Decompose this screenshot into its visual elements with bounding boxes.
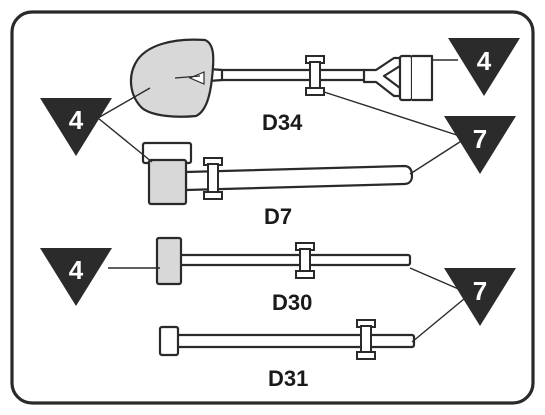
leader-line bbox=[323, 91, 467, 139]
rod-label: D31 bbox=[268, 366, 308, 391]
leader-line bbox=[97, 117, 153, 163]
callout-badge-top-right: 4 bbox=[448, 38, 520, 96]
rod-end-cap bbox=[158, 325, 180, 357]
triangle-badge-icon bbox=[40, 98, 112, 156]
shovel-clip-post bbox=[309, 61, 321, 91]
triangle-badge-icon bbox=[40, 248, 112, 306]
rod-shaft bbox=[174, 333, 416, 349]
triangle-badge-icon bbox=[444, 268, 516, 326]
sledgehammer-clip-post bbox=[207, 163, 219, 195]
shovel-handle-cap bbox=[412, 54, 434, 102]
shovel-socket bbox=[188, 71, 205, 85]
shovel-rib bbox=[174, 75, 201, 79]
shovel-label: D34 bbox=[262, 110, 303, 135]
callout-badge-left-upper: 4 bbox=[40, 98, 112, 156]
sledgehammer-clip-bottom bbox=[203, 191, 223, 200]
svg-text:4: 4 bbox=[69, 105, 84, 135]
sledgehammer-label: D7 bbox=[264, 204, 292, 229]
leader-line bbox=[411, 293, 471, 343]
leader-line bbox=[97, 87, 151, 119]
svg-text:7: 7 bbox=[473, 124, 487, 154]
svg-text:7: 7 bbox=[473, 276, 487, 306]
callout-badge-right-lower: 7 bbox=[444, 268, 516, 326]
rod-clip-bottom bbox=[356, 351, 376, 360]
shovel-blade bbox=[129, 38, 215, 118]
sledgehammer-handle bbox=[184, 164, 414, 192]
sledgehammer-part bbox=[141, 141, 414, 206]
shovel-handle-grip bbox=[398, 54, 414, 102]
svg-text:4: 4 bbox=[69, 255, 84, 285]
hammer-label: D30 bbox=[272, 290, 312, 315]
hammer-clip-bottom bbox=[295, 270, 315, 279]
shovel-handle-yoke bbox=[362, 56, 402, 98]
shovel-shaft bbox=[212, 68, 368, 82]
hammer-clip-post bbox=[299, 248, 311, 274]
hammer-handle bbox=[178, 253, 412, 267]
triangle-badge-icon bbox=[444, 116, 516, 174]
sledgehammer-head bbox=[147, 158, 188, 206]
hammer-part bbox=[155, 236, 412, 286]
leader-line bbox=[409, 137, 467, 175]
callout-badge-left-lower: 4 bbox=[40, 248, 112, 306]
rod-part bbox=[158, 319, 416, 360]
shovel-part bbox=[129, 38, 434, 118]
callout-badge-right-upper: 7 bbox=[444, 116, 516, 174]
hammer-head bbox=[155, 236, 183, 286]
triangle-badge-icon bbox=[448, 38, 520, 96]
rod-clip-post bbox=[360, 325, 372, 355]
svg-text:4: 4 bbox=[477, 46, 492, 76]
shovel-clip-bottom bbox=[305, 87, 325, 96]
diagram-frame bbox=[10, 10, 535, 405]
